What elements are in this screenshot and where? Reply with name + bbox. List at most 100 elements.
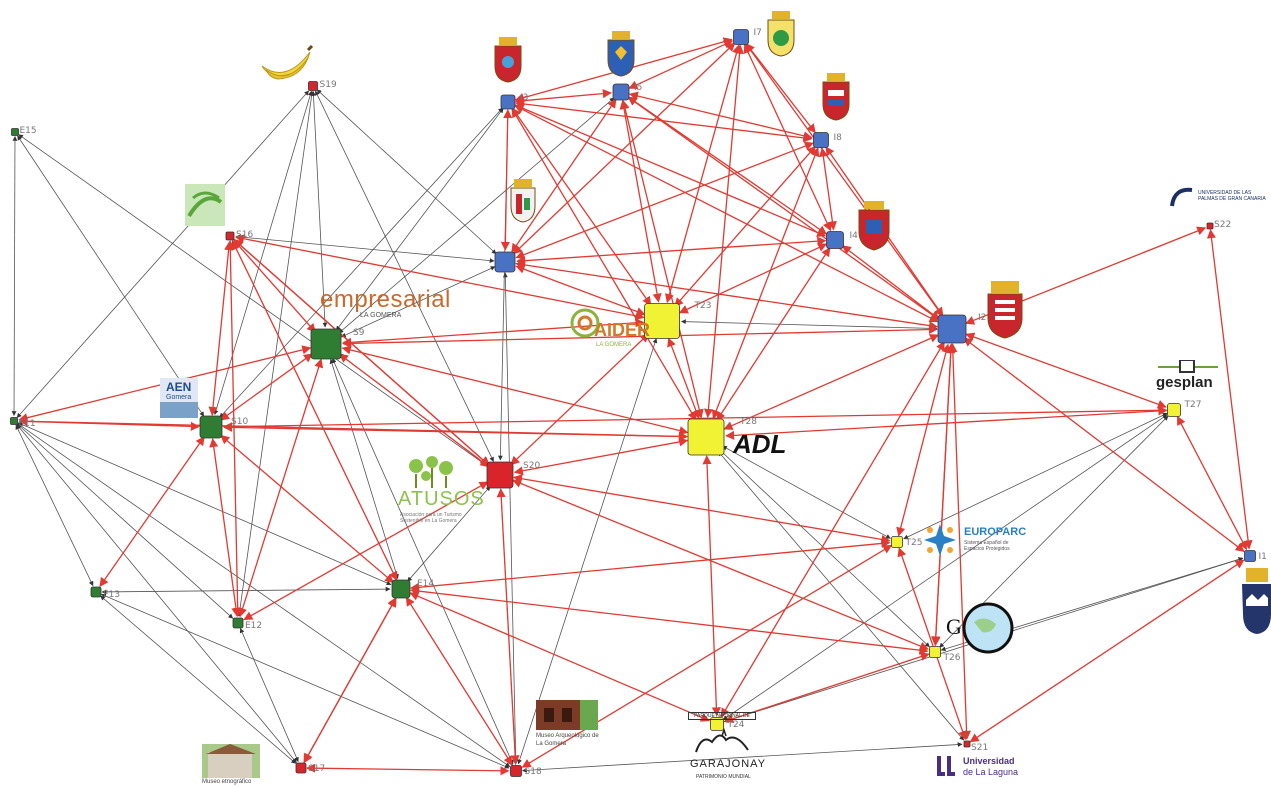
node-S9[interactable] bbox=[310, 328, 342, 360]
coat-of-arms-icon bbox=[765, 10, 797, 58]
parque-label-line3: PATRIMONIO MUNDIAL bbox=[696, 774, 751, 780]
red-edge-S17-S18 bbox=[306, 763, 510, 776]
gray-edge-E11-S19 bbox=[16, 90, 309, 419]
red-edge-I5-T28 bbox=[620, 99, 704, 419]
aen-label: AEN bbox=[166, 380, 192, 394]
node-I5[interactable] bbox=[612, 83, 630, 101]
empresarial-sublabel: LA GOMERA bbox=[360, 312, 402, 319]
node-S21[interactable] bbox=[963, 740, 971, 748]
coat-of-arms-icon bbox=[508, 178, 538, 224]
museo-logo: Museo Arqueológico de La Gomera bbox=[534, 700, 604, 750]
node-I4[interactable] bbox=[826, 231, 844, 249]
node-I2[interactable] bbox=[937, 314, 967, 344]
red-edge-S10-S16 bbox=[208, 241, 234, 416]
red-edge-I3-T28 bbox=[511, 108, 697, 421]
node-S19[interactable] bbox=[308, 81, 318, 91]
atusos-logo: ATUSOS Asociación para un Turismo Sosten… bbox=[386, 456, 484, 524]
red-edge-E14-T25 bbox=[410, 538, 891, 592]
red-edge-T23-T28 bbox=[667, 337, 701, 420]
node-I1[interactable] bbox=[1244, 550, 1256, 562]
red-edge-T26-T24 bbox=[724, 652, 930, 724]
gray-edge-E13-E14 bbox=[101, 586, 391, 595]
red-edge-S16-E12 bbox=[225, 240, 243, 617]
node-label-E13: E13 bbox=[103, 590, 120, 600]
red-edge-S20-S9 bbox=[338, 353, 490, 468]
node-E13[interactable] bbox=[90, 586, 102, 598]
red-edge-T27-I1 bbox=[1176, 415, 1248, 551]
node-E11[interactable] bbox=[10, 417, 18, 425]
parque-label-line1: PARQUE NACIONAL DE bbox=[688, 712, 756, 720]
aider-logo: AIDER LA GOMERA bbox=[568, 302, 651, 354]
node-I7[interactable] bbox=[733, 29, 749, 45]
red-edge-T28-S9 bbox=[341, 345, 689, 435]
node-S10[interactable] bbox=[199, 415, 223, 439]
coat-of-arms-icon bbox=[492, 36, 524, 84]
gray-edge-S19-S10 bbox=[213, 90, 313, 416]
node-label-I3: I3 bbox=[520, 93, 528, 103]
red-edge-T23-S20 bbox=[510, 333, 650, 466]
gray-edge-E12-S17 bbox=[239, 628, 299, 763]
gray-edge-E11-E14 bbox=[17, 422, 392, 586]
red-edge-I5-I7 bbox=[628, 40, 734, 89]
node-I6[interactable] bbox=[494, 251, 516, 273]
node-S22[interactable] bbox=[1206, 222, 1214, 230]
empresarial-logo: empresarial LA GOMERA bbox=[320, 288, 465, 322]
node-S17[interactable] bbox=[295, 762, 307, 774]
node-I8[interactable] bbox=[813, 132, 829, 148]
red-edge-S20-S18 bbox=[496, 488, 520, 765]
node-S16[interactable] bbox=[225, 231, 235, 241]
node-label-S10: S10 bbox=[231, 417, 248, 427]
node-label-I1: I1 bbox=[1259, 552, 1267, 562]
node-label-T28: T28 bbox=[739, 417, 757, 427]
node-label-I2: I2 bbox=[978, 313, 986, 323]
gray-edge-I6-S18 bbox=[502, 272, 519, 764]
red-edge-layer bbox=[18, 37, 1253, 776]
red-edge-I4-I2 bbox=[841, 245, 940, 320]
globe-logo: G bbox=[944, 602, 1022, 658]
coat-of-arms-icon bbox=[1240, 566, 1271, 636]
node-E15[interactable] bbox=[11, 128, 19, 136]
node-label-S21: S21 bbox=[971, 743, 988, 753]
node-T23[interactable] bbox=[644, 303, 680, 339]
node-T28[interactable] bbox=[687, 418, 725, 456]
casa-logo: Museo etnográfico bbox=[202, 744, 262, 787]
node-T24[interactable] bbox=[710, 717, 724, 731]
node-S18[interactable] bbox=[510, 765, 522, 777]
gray-edge-E15-S10 bbox=[17, 135, 205, 417]
node-T26[interactable] bbox=[929, 646, 941, 658]
node-label-T27: T27 bbox=[1184, 400, 1202, 410]
node-label-E11: E11 bbox=[19, 419, 36, 429]
red-edge-I8-T28 bbox=[711, 147, 820, 420]
coat-of-arms-icon bbox=[820, 72, 852, 122]
red-edge-I3-I6 bbox=[500, 109, 513, 251]
node-I3[interactable] bbox=[500, 94, 516, 110]
red-edge-T26-I2 bbox=[931, 344, 956, 647]
garajonay-logo: PARQUE NACIONAL DE GARAJONAY PATRIMONIO … bbox=[686, 712, 765, 787]
aen-sublabel: Gomera bbox=[166, 394, 192, 401]
red-edge-I5-I6 bbox=[511, 98, 617, 253]
aider-label: AIDER bbox=[594, 320, 651, 340]
aider-sublabel: LA GOMERA bbox=[596, 342, 632, 348]
node-label-T24: T24 bbox=[727, 720, 745, 730]
node-T25[interactable] bbox=[891, 536, 903, 548]
red-edge-I3-I5 bbox=[515, 89, 612, 106]
red-edge-I2-T27 bbox=[965, 332, 1167, 409]
casa-label: Museo etnográfico bbox=[202, 779, 252, 785]
empresarial-label: empresarial bbox=[320, 286, 451, 313]
node-label-S18: S18 bbox=[525, 767, 542, 777]
node-E14[interactable] bbox=[391, 579, 411, 599]
node-label-T25: T25 bbox=[905, 538, 923, 548]
node-label-S17: S17 bbox=[308, 764, 325, 774]
ull-label-line2: de La Laguna bbox=[963, 767, 1019, 777]
red-edge-T25-S18 bbox=[521, 544, 893, 768]
gray-edge-S19-E12 bbox=[237, 90, 315, 617]
node-S20[interactable] bbox=[486, 461, 514, 489]
node-label-S19: S19 bbox=[320, 80, 337, 90]
ulpgc-logo: UNIVERSIDAD DE LAS PALMAS DE GRAN CANARI… bbox=[1170, 186, 1270, 210]
aen-logo: AEN Gomera bbox=[160, 378, 198, 418]
node-T27[interactable] bbox=[1167, 403, 1181, 417]
atusos-sublabel: Asociación para un Turismo Sostenible en… bbox=[400, 512, 462, 524]
node-E12[interactable] bbox=[232, 617, 244, 629]
